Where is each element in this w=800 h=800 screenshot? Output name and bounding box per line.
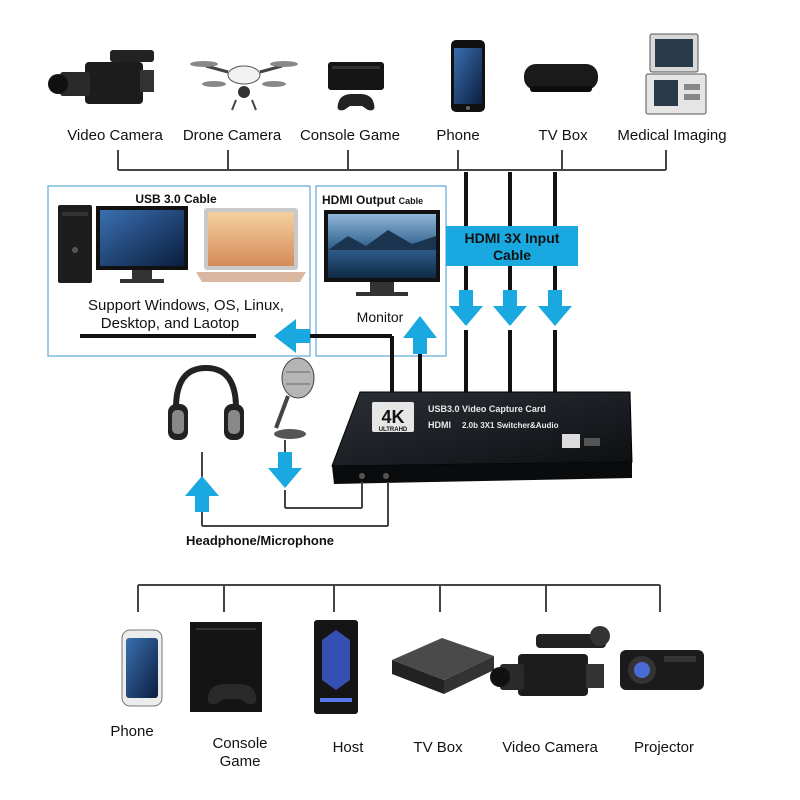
hdmi-input-line2: Cable: [493, 247, 531, 263]
card-title: USB3.0 Video Capture Card: [428, 404, 546, 414]
top-label-tv-box: TV Box: [538, 127, 588, 144]
headphone-icon: [168, 364, 244, 440]
hdmi-input-banner: HDMI 3X Input Cable: [446, 226, 578, 266]
laptop-icon: [196, 208, 306, 282]
card-status-icon: [562, 434, 580, 448]
capture-card: 4K ULTRAHD USB3.0 Video Capture Card HDM…: [331, 391, 633, 484]
bottom-video-camera-icon: [490, 626, 610, 696]
medical-imaging-icon: [645, 33, 707, 115]
hdmi-output-label: HDMI Output Cable: [322, 193, 423, 207]
usb-cable-label: USB 3.0 Cable: [135, 192, 217, 206]
output-arrows: [274, 316, 437, 354]
hdmi-input-arrows: [449, 290, 572, 326]
mic-jack-icon: [383, 473, 389, 479]
top-label-medical-imaging: Medical Imaging: [617, 127, 726, 144]
monitor-icon: [324, 210, 440, 296]
top-label-phone: Phone: [436, 127, 479, 144]
video-camera-icon: [48, 50, 154, 104]
hdmi-output-box: [315, 185, 447, 357]
audio-label: Headphone/Microphone: [186, 533, 334, 548]
monitor-label: Monitor: [357, 309, 404, 325]
bottom-console-icon: [190, 622, 262, 712]
bottom-label-console-line2: Game: [220, 753, 261, 770]
usb-support-line1: Support Windows, OS, Linux,: [88, 297, 284, 314]
console-game-icon: [328, 62, 384, 111]
top-label-console-game: Console Game: [300, 127, 400, 144]
desktop-monitor-icon: [96, 206, 188, 283]
bottom-tv-box-icon: [392, 638, 494, 694]
bottom-label-projector: Projector: [634, 739, 694, 756]
top-bus-lines: [117, 150, 667, 171]
bottom-host-icon: [314, 620, 358, 714]
phone-icon: [451, 40, 485, 112]
usb-support-line2: Desktop, and Laotop: [101, 315, 239, 332]
bottom-label-host: Host: [333, 739, 365, 756]
ultrahd-badge: [372, 402, 414, 432]
card-indicator-icon: [584, 438, 600, 446]
output-cables: [80, 334, 422, 392]
microphone-icon: [274, 357, 315, 439]
bottom-label-video-camera: Video Camera: [502, 739, 598, 756]
hdmi-input-line1: HDMI 3X Input: [465, 230, 560, 246]
audio-lines: [201, 440, 389, 527]
hdmi-output-title: HDMI Output: [322, 193, 395, 207]
bottom-label-console-line1: Console: [212, 735, 267, 752]
card-subtitle: 2.0b 3X1 Switcher&Audio: [462, 421, 559, 430]
top-label-drone-camera: Drone Camera: [183, 127, 282, 144]
card-badge-ultrahd: ULTRAHD: [379, 427, 408, 433]
card-badge-4k: 4K: [381, 407, 404, 427]
audio-jack-icon: [359, 473, 365, 479]
desktop-tower-icon: [58, 205, 92, 283]
bottom-label-tv-box: TV Box: [413, 739, 463, 756]
hdmi-input-cables: [464, 172, 557, 392]
top-label-video-camera: Video Camera: [67, 127, 163, 144]
drone-camera-icon: [190, 61, 298, 111]
card-hdmi-text: HDMI: [428, 420, 451, 430]
usb-output-box: [47, 185, 311, 357]
tv-box-icon: [524, 64, 598, 92]
audio-arrows: [185, 452, 302, 512]
bottom-bus-lines: [137, 584, 661, 612]
bottom-label-phone: Phone: [110, 723, 153, 740]
hdmi-output-cable: Cable: [399, 196, 424, 206]
bottom-projector-icon: [620, 650, 704, 690]
bottom-phone-icon: [121, 629, 163, 707]
